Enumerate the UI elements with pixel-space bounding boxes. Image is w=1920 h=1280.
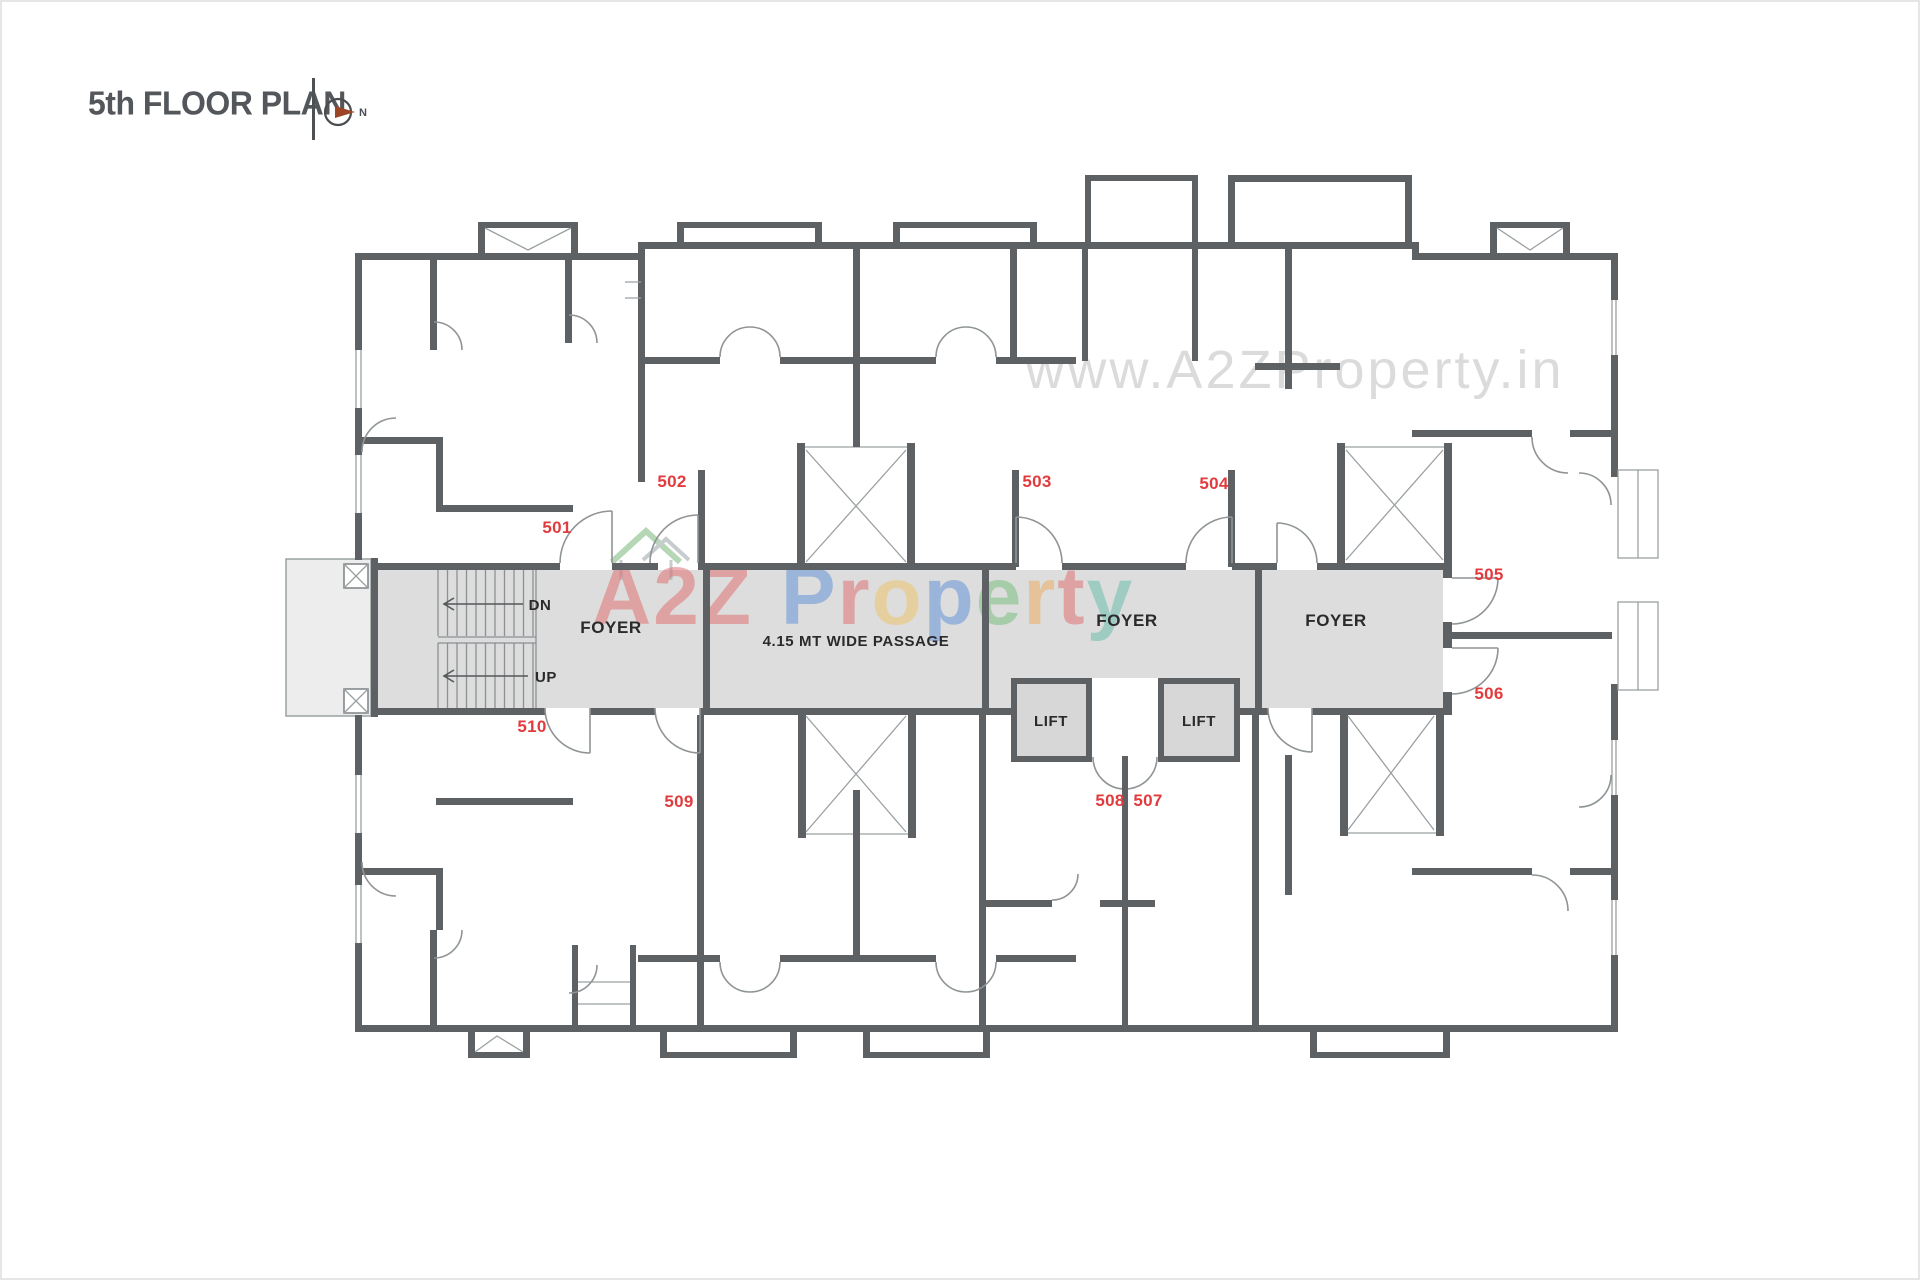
room-label-foyer: FOYER	[1096, 611, 1158, 630]
room-label-foyer: FOYER	[1305, 611, 1367, 630]
unit-label-503: 503	[1022, 472, 1051, 491]
lift-block	[1011, 678, 1240, 1032]
room-label-foyer: FOYER	[580, 618, 642, 637]
plan-labels: 501 502 503 504 505 506 507 508 509 510 FOYER 4.15 …	[517, 472, 1503, 811]
unit-label-510: 510	[517, 717, 546, 736]
staircase	[343, 563, 537, 714]
unit-label-502: 502	[657, 472, 686, 491]
unit-label-508: 508	[1095, 791, 1124, 810]
unit-label-505: 505	[1474, 565, 1503, 584]
door-swings	[361, 314, 1612, 994]
lift-2	[1158, 678, 1240, 762]
room-label-lift: LIFT	[1182, 713, 1216, 730]
room-label-lift: LIFT	[1034, 713, 1068, 730]
interior-walls	[355, 242, 1618, 1032]
lift-1	[1011, 678, 1092, 762]
room-label-dn: DN	[529, 597, 552, 614]
unit-label-506: 506	[1474, 684, 1503, 703]
unit-label-501: 501	[542, 518, 571, 537]
unit-label-509: 509	[664, 792, 693, 811]
compass-north-label: N	[359, 107, 367, 119]
header: 5th FLOOR PLAN	[88, 84, 346, 144]
duct-shafts	[797, 443, 1452, 838]
room-label-up: UP	[535, 669, 557, 686]
compass-needle-icon	[335, 106, 355, 118]
page-title: 5th FLOOR PLAN	[88, 84, 346, 122]
room-label-4-15-mt-wide-passage: 4.15 MT WIDE PASSAGE	[763, 633, 950, 650]
unit-label-504: 504	[1199, 474, 1229, 493]
header-divider	[312, 78, 315, 140]
corridor-walls	[371, 558, 1452, 717]
compass-icon: N	[323, 97, 367, 127]
windows	[353, 281, 1659, 1005]
unit-label-507: 507	[1133, 791, 1162, 810]
